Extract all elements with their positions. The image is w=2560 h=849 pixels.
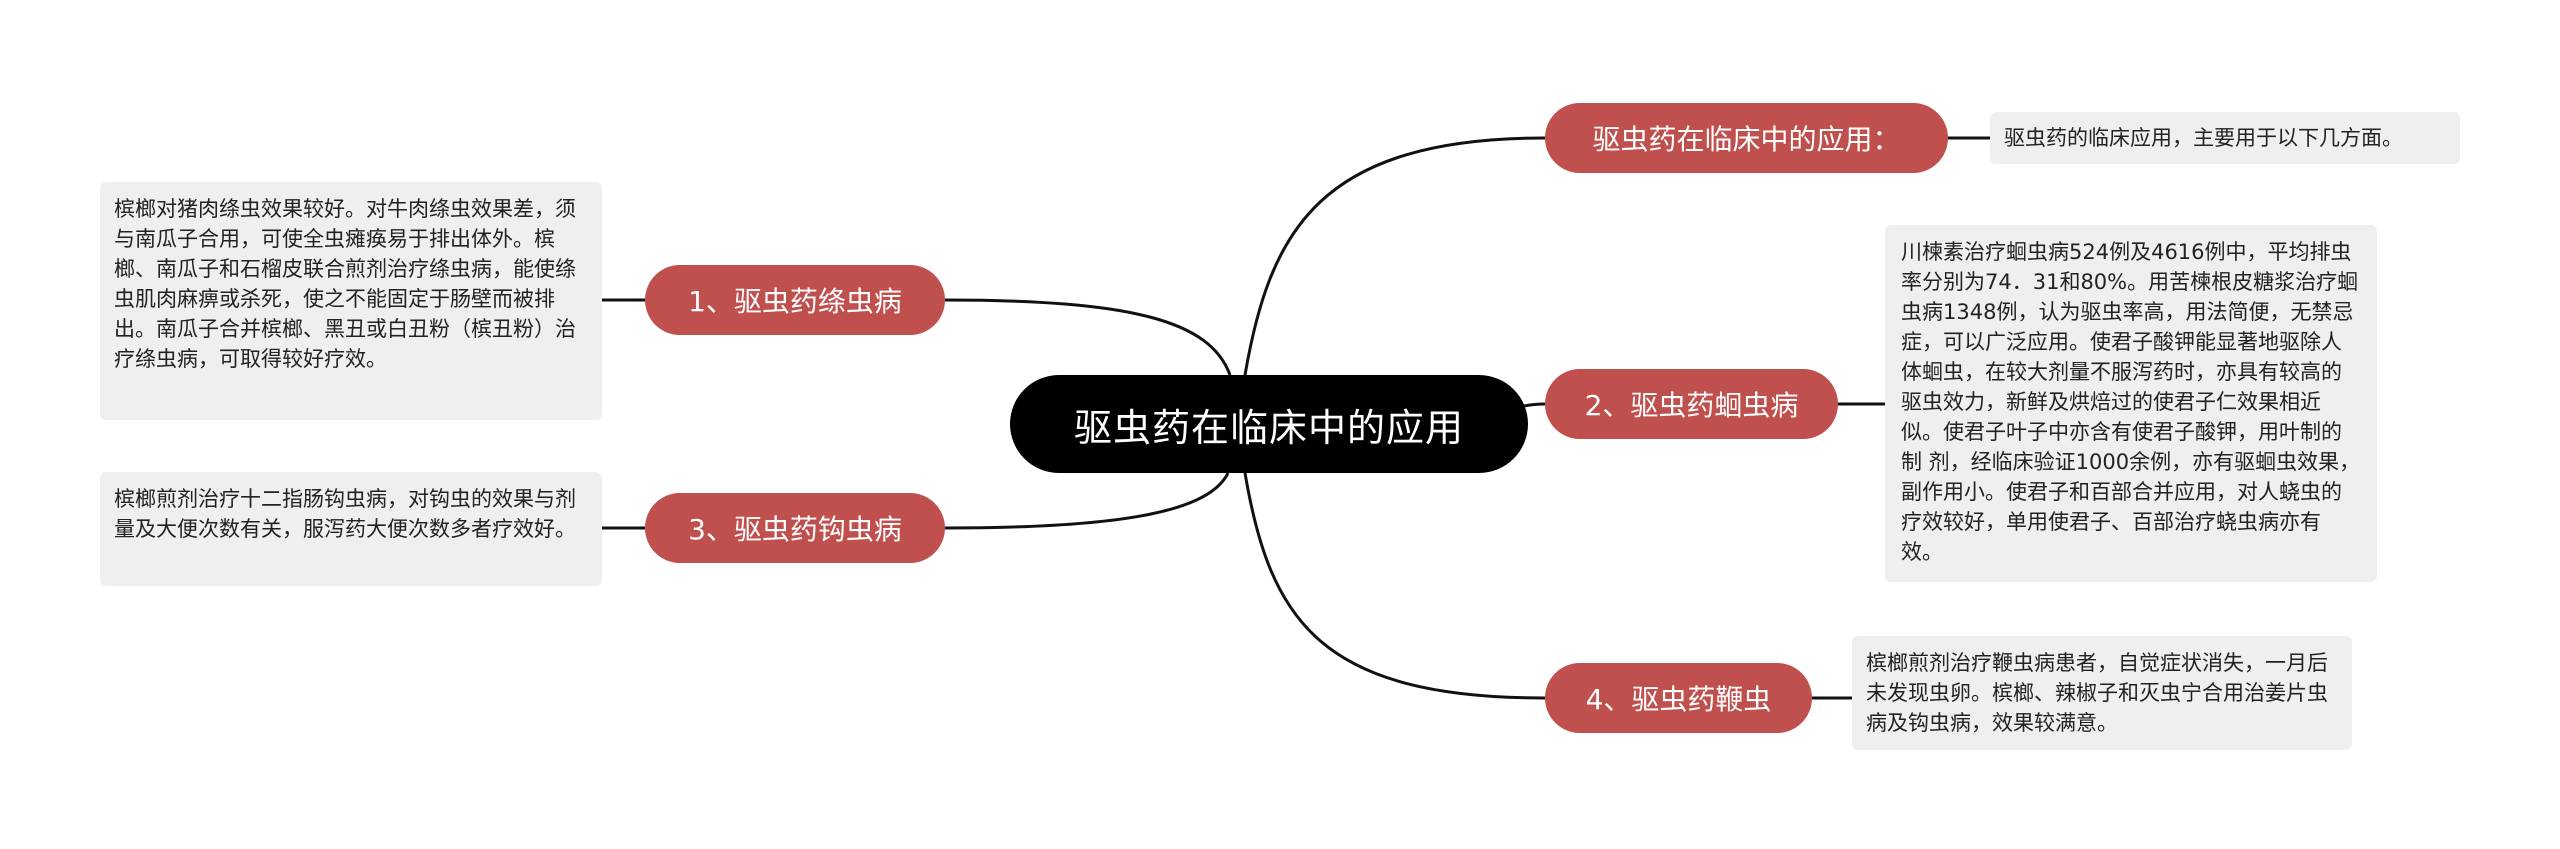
link-root-to-branch-3 bbox=[944, 472, 1230, 530]
branch-label: 驱虫药在临床中的应用： bbox=[1592, 123, 1901, 156]
leaf-note-hookworm[interactable]: 槟榔煎剂治疗十二指肠钩虫病，对钩虫的效果与剂量及大便次数有关，服泻药大便次数多者… bbox=[100, 472, 602, 586]
branch-topic-tapeworm[interactable]: 1、驱虫药绦虫病 bbox=[645, 265, 945, 335]
branch-topic-whipworm[interactable]: 4、驱虫药鞭虫 bbox=[1545, 663, 1812, 733]
link-root-to-branch-4 bbox=[1243, 472, 1546, 700]
branch-topic-intro[interactable]: 驱虫药在临床中的应用： bbox=[1545, 103, 1948, 173]
branch-label: 1、驱虫药绦虫病 bbox=[688, 285, 902, 318]
root-topic-label: 驱虫药在临床中的应用 bbox=[1073, 405, 1464, 450]
leaf-text: 槟榔煎剂治疗十二指肠钩虫病，对钩虫的效果与剂量及大便次数有关，服泻药大便次数多者… bbox=[114, 487, 576, 541]
branch-topic-roundworm[interactable]: 2、驱虫药蛔虫病 bbox=[1545, 369, 1838, 439]
branch-label: 4、驱虫药鞭虫 bbox=[1585, 683, 1772, 716]
link-root-to-branch-intro bbox=[1243, 136, 1546, 376]
branch-label: 3、驱虫药钩虫病 bbox=[688, 513, 902, 546]
root-topic[interactable]: 驱虫药在临床中的应用 bbox=[1010, 375, 1528, 473]
leaf-note-roundworm[interactable]: 川楝素治疗蛔虫病524例及4616例中，平均排虫率分别为74．31和80%。用苦… bbox=[1885, 225, 2377, 582]
branch-label: 2、驱虫药蛔虫病 bbox=[1584, 389, 1799, 422]
leaf-note-whipworm[interactable]: 槟榔煎剂治疗鞭虫病患者，自觉症状消失，一月后未发现虫卵。槟榔、辣椒子和灭虫宁合用… bbox=[1852, 636, 2352, 750]
leaf-text: 槟榔对猪肉绦虫效果较好。对牛肉绦虫效果差，须与南瓜子合用，可使全虫瘫痪易于排出体… bbox=[114, 197, 576, 371]
link-root-to-branch-1 bbox=[944, 298, 1232, 376]
leaf-text: 川楝素治疗蛔虫病524例及4616例中，平均排虫率分别为74．31和80%。用苦… bbox=[1901, 240, 2361, 564]
leaf-note-tapeworm[interactable]: 槟榔对猪肉绦虫效果较好。对牛肉绦虫效果差，须与南瓜子合用，可使全虫瘫痪易于排出体… bbox=[100, 182, 602, 420]
leaf-text: 槟榔煎剂治疗鞭虫病患者，自觉症状消失，一月后未发现虫卵。槟榔、辣椒子和灭虫宁合用… bbox=[1866, 651, 2328, 735]
leaf-text: 驱虫药的临床应用，主要用于以下几方面。 bbox=[2004, 126, 2403, 150]
leaf-note-intro[interactable]: 驱虫药的临床应用，主要用于以下几方面。 bbox=[1990, 112, 2460, 164]
branch-topic-hookworm[interactable]: 3、驱虫药钩虫病 bbox=[645, 493, 945, 563]
